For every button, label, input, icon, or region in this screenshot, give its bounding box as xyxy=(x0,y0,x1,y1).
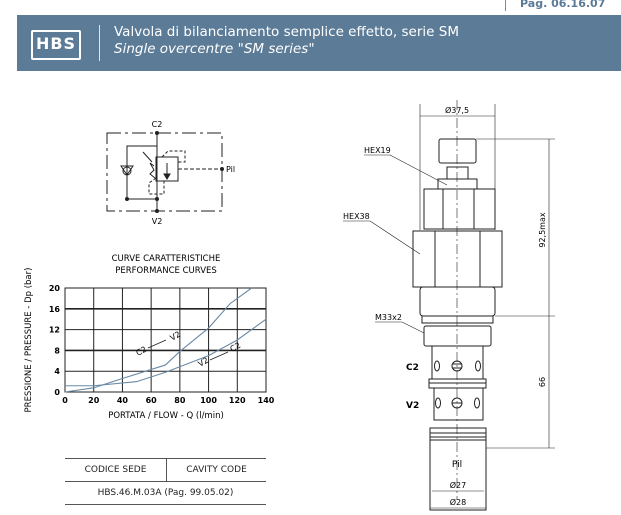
arrow-c2-v2 xyxy=(147,339,167,349)
page-number: Pag. 06.16.07 xyxy=(505,0,621,11)
schematic-port-pil: Pil xyxy=(226,165,235,174)
x-tick-label: 60 xyxy=(146,396,158,405)
dim-diameter-37-5: Ø37,5 xyxy=(445,105,469,115)
header-divider xyxy=(99,25,100,61)
chart-xlabel: PORTATA / FLOW - Q (l/min) xyxy=(108,411,224,421)
x-tick-label: 40 xyxy=(117,396,129,405)
curve-annotation: C2 xyxy=(229,341,243,354)
schematic-port-v2: V2 xyxy=(152,217,163,226)
header-cavity-code: CAVITY CODE xyxy=(166,458,266,482)
x-tick-label: 0 xyxy=(62,396,68,405)
port-c2-label: C2 xyxy=(406,363,419,373)
port-pil-label: Pil xyxy=(452,460,462,470)
y-tick-label: 4 xyxy=(54,367,60,376)
series-line-c2-v2 xyxy=(64,287,252,393)
curve-annotation: C2 xyxy=(135,345,149,358)
cartridge-drawing xyxy=(343,100,555,511)
cavity-code-value: HBS.46.M.03A (Pag. 99.05.02) xyxy=(65,481,266,505)
x-tick-label: 80 xyxy=(174,396,186,405)
chart-title-it: CURVE CARATTERISTICHE xyxy=(112,254,221,264)
y-tick-label: 8 xyxy=(54,346,60,355)
title-italian: Valvola di bilanciamento semplice effett… xyxy=(114,24,459,40)
x-tick-label: 120 xyxy=(229,396,246,405)
x-tick-label: 140 xyxy=(258,396,275,405)
hydraulic-schematic xyxy=(106,131,224,213)
chart-ylabel: PRESSIONE / PRESSURE - Dp (bar) xyxy=(24,268,34,413)
chart-title-en: PERFORMANCE CURVES xyxy=(115,266,217,276)
schematic-port-c2: C2 xyxy=(152,120,163,129)
header-codice-sede: CODICE SEDE xyxy=(65,458,167,482)
label-thread-m33x2: M33x2 xyxy=(375,313,402,322)
x-tick-label: 20 xyxy=(88,396,100,405)
y-tick-label: 16 xyxy=(49,305,61,314)
dim-height-92-5: 92,5max xyxy=(538,212,547,248)
series-line-v2-c2 xyxy=(65,318,267,387)
port-v2-label: V2 xyxy=(406,401,419,411)
title-english: Single overcentre "SM series" xyxy=(114,41,315,57)
y-tick-label: 0 xyxy=(54,388,60,397)
y-tick-label: 20 xyxy=(49,284,61,293)
hbs-logo: HBS xyxy=(31,30,81,60)
y-tick-label: 12 xyxy=(49,326,60,335)
header-band: HBS Valvola di bilanciamento semplice ef… xyxy=(17,15,621,71)
label-hex19: HEX19 xyxy=(364,146,391,155)
arrow-v2-c2 xyxy=(209,351,229,361)
check-valve-icon xyxy=(120,165,134,176)
dim-diameter-27: Ø27 xyxy=(450,480,466,490)
x-tick-label: 100 xyxy=(200,396,217,405)
label-hex38: HEX38 xyxy=(343,212,370,221)
dim-diameter-28: Ø28 xyxy=(450,497,466,507)
dim-height-66: 66 xyxy=(538,377,547,387)
